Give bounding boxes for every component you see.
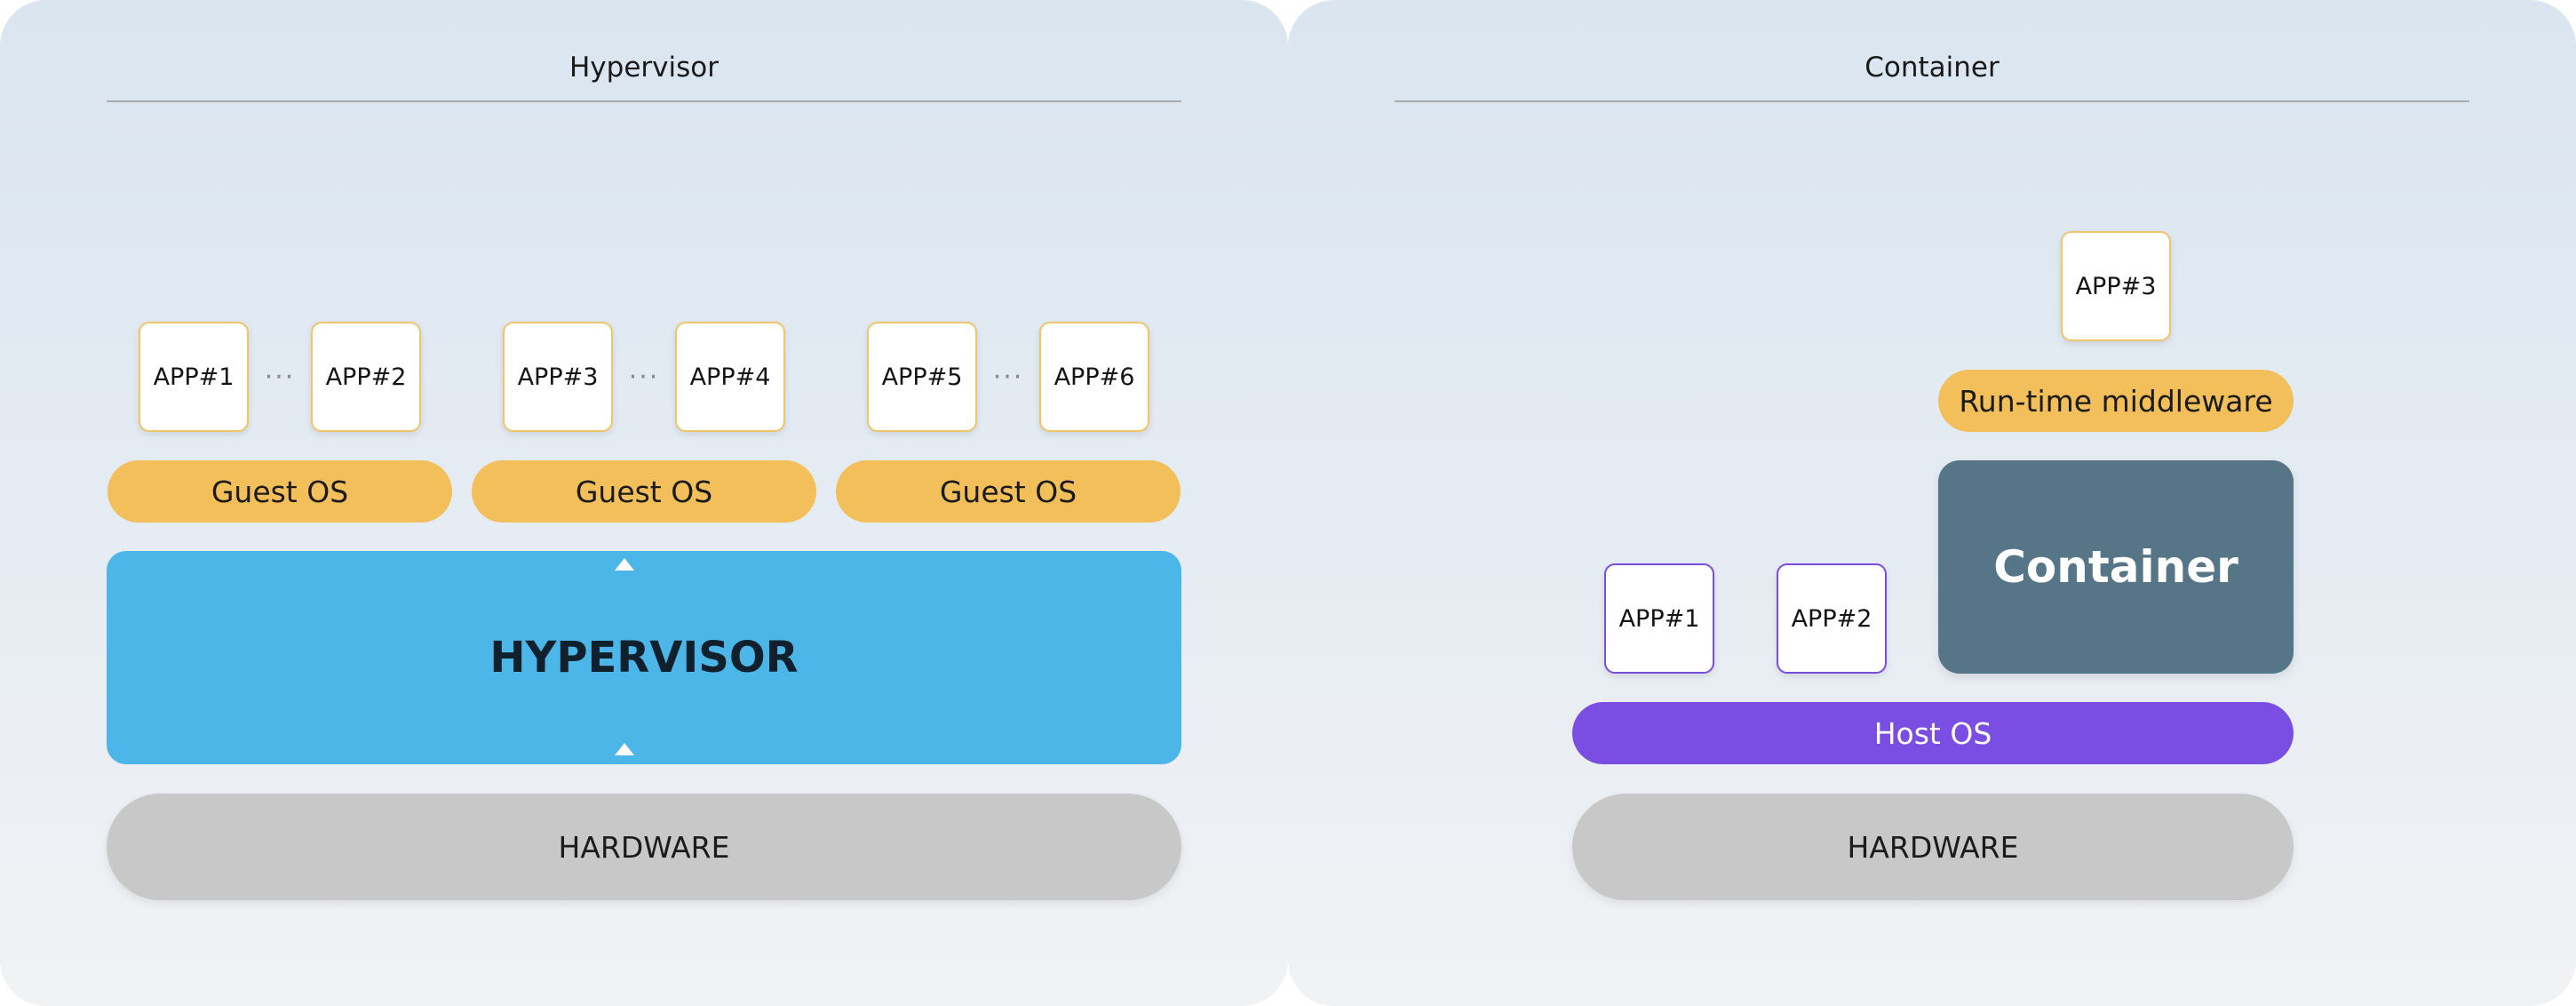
ellipsis: ··· xyxy=(628,361,660,393)
app-box: APP#6 xyxy=(1039,322,1149,432)
container-panel-title: Container xyxy=(1864,52,2000,84)
runtime-middleware-pill: Run-time middleware xyxy=(1938,370,2294,432)
ellipsis: ··· xyxy=(992,361,1024,393)
title-divider xyxy=(1395,100,2469,102)
hypervisor-panel-title: Hypervisor xyxy=(569,52,719,84)
app-box: APP#3 xyxy=(503,322,613,432)
app-box: APP#1 xyxy=(139,322,249,432)
container-label: Container xyxy=(1993,541,2238,593)
app-box: APP#3 xyxy=(2061,231,2171,341)
hardware-layer: HARDWARE xyxy=(1572,794,2294,900)
hypervisor-layer: HYPERVISOR xyxy=(107,551,1181,764)
app-box: APP#1 xyxy=(1604,563,1714,674)
hypervisor-label: HYPERVISOR xyxy=(489,633,799,683)
title-divider xyxy=(107,100,1181,102)
guest-os-pill: Guest OS xyxy=(836,460,1181,523)
hardware-layer: HARDWARE xyxy=(107,794,1181,900)
app-box: APP#4 xyxy=(675,322,785,432)
app-box: APP#2 xyxy=(1777,563,1887,674)
ellipsis: ··· xyxy=(264,361,296,393)
host-os-pill: Host OS xyxy=(1572,702,2294,764)
guest-os-pill: Guest OS xyxy=(107,460,452,523)
guest-os-pill: Guest OS xyxy=(472,460,816,523)
arrow-up-icon xyxy=(615,558,634,571)
container-block: Container xyxy=(1938,460,2294,674)
arrow-up-icon xyxy=(615,743,634,755)
app-box: APP#5 xyxy=(867,322,977,432)
app-box: APP#2 xyxy=(311,322,421,432)
